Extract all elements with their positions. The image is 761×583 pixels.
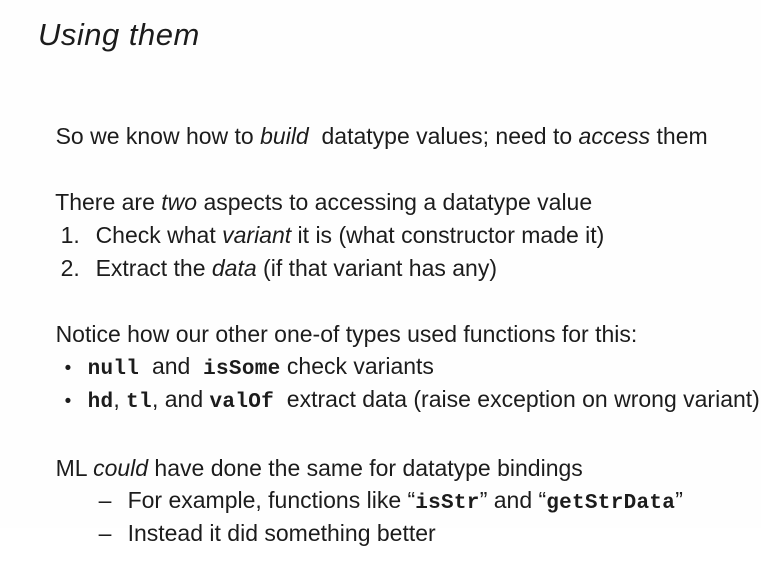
dash-icon: –: [98, 520, 112, 546]
line-aspects: There are two aspects to accessing a dat…: [30, 153, 755, 252]
line-text: Notice how our other one-of types used f…: [55, 321, 638, 347]
line-text: There are two aspects to accessing a dat…: [55, 189, 593, 215]
line-text: So we know how to build datatype values;…: [55, 123, 708, 149]
line-text: Check what variant it is (what construct…: [95, 222, 605, 248]
line-intro: So we know how to build datatype values;…: [30, 87, 755, 186]
line-text: For example, functions like “isStr” and …: [127, 487, 683, 515]
slide: Using them So we know how to build datat…: [30, 17, 760, 546]
line-text: null and isSome check variants: [87, 353, 434, 381]
dash-icon: –: [98, 487, 112, 513]
line-text: hd, tl, and valOf extract data (raise ex…: [87, 386, 760, 414]
line-ml-could: ML could have done the same for datatype…: [30, 419, 755, 518]
line-notice: Notice how our other one-of types used f…: [30, 285, 755, 384]
bullet-icon: •: [64, 391, 72, 412]
slide-title: Using them: [38, 17, 200, 52]
bullet-item-check-variants: • null and isSome check variants: [30, 317, 755, 419]
list-number: 1.: [60, 222, 80, 248]
list-number: 2.: [60, 255, 80, 281]
bullet-item-extract-data: • hd, tl, and valOf extract data (raise e…: [30, 350, 760, 452]
numbered-item-check-variant: 1. Check what variant it is (what constru…: [30, 186, 755, 285]
line-text: Extract the data (if that variant has an…: [95, 255, 497, 281]
dash-item-instead: –Instead it did something better: [30, 484, 755, 583]
line-text: Instead it did something better: [127, 520, 436, 546]
numbered-item-extract-data: 2. Extract the data (if that variant has …: [30, 219, 755, 318]
dash-item-for-example: –For example, functions like “isStr” and…: [30, 451, 755, 553]
bullet-icon: •: [64, 358, 72, 379]
line-text: ML could have done the same for datatype…: [55, 455, 583, 481]
